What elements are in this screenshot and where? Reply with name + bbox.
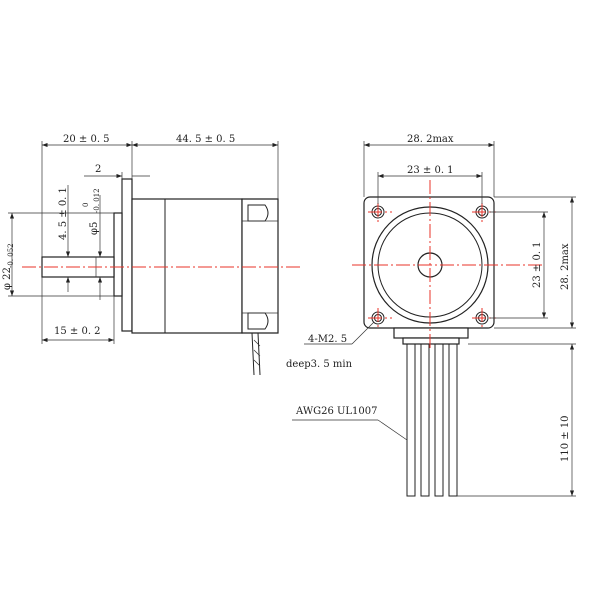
dim-shaft-diameter: φ5: [89, 222, 100, 235]
dim-boss-step: 2: [95, 164, 101, 175]
rear-end-cap: [241, 198, 279, 334]
dim-flat: 4. 5 ± 0. 1: [58, 187, 69, 240]
lead-wires: [406, 343, 458, 497]
screw-leader: [351, 321, 375, 345]
mounting-flange: [121, 178, 133, 332]
motor-body: [131, 198, 243, 334]
front-view: 28. 2max 23 ± 0. 1 23 ± 0. 1 28. 2max 4-…: [286, 134, 576, 497]
dim-motor-length: 44. 5 ± 0. 5: [176, 134, 235, 145]
dim-frame-width: 28. 2max: [407, 134, 454, 145]
dim-boss-tol: -0. 052: [7, 243, 15, 268]
dim-shaft-tol-lower: -0. 012: [93, 188, 101, 213]
dim-body-length: 20 ± 0. 5: [63, 134, 110, 145]
dim-shaft-tol-upper: 0: [82, 203, 90, 207]
wire-leader: [377, 419, 408, 441]
pilot-boss: [113, 212, 123, 297]
screw-depth-label: deep3. 5 min: [286, 359, 353, 370]
lead-exit-block: [393, 327, 469, 339]
dim-hole-pitch-h: 23 ± 0. 1: [407, 165, 454, 176]
dim-hole-pitch-v: 23 ± 0. 1: [532, 241, 543, 288]
side-view: 20 ± 0. 5 44. 5 ± 0. 5 2 4. 5 ± 0. 1 φ5 …: [2, 134, 300, 376]
dim-boss-diameter: φ 22: [2, 267, 13, 290]
dim-frame-height: 28. 2max: [560, 243, 571, 290]
dim-lead-length: 110 ± 10: [560, 415, 571, 462]
dim-shaft-length: 15 ± 0. 2: [54, 326, 101, 337]
screw-spec-label: 4-M2. 5: [308, 334, 347, 345]
wire-spec-label: AWG26 UL1007: [295, 406, 378, 417]
side-lead-wire: [251, 332, 261, 376]
